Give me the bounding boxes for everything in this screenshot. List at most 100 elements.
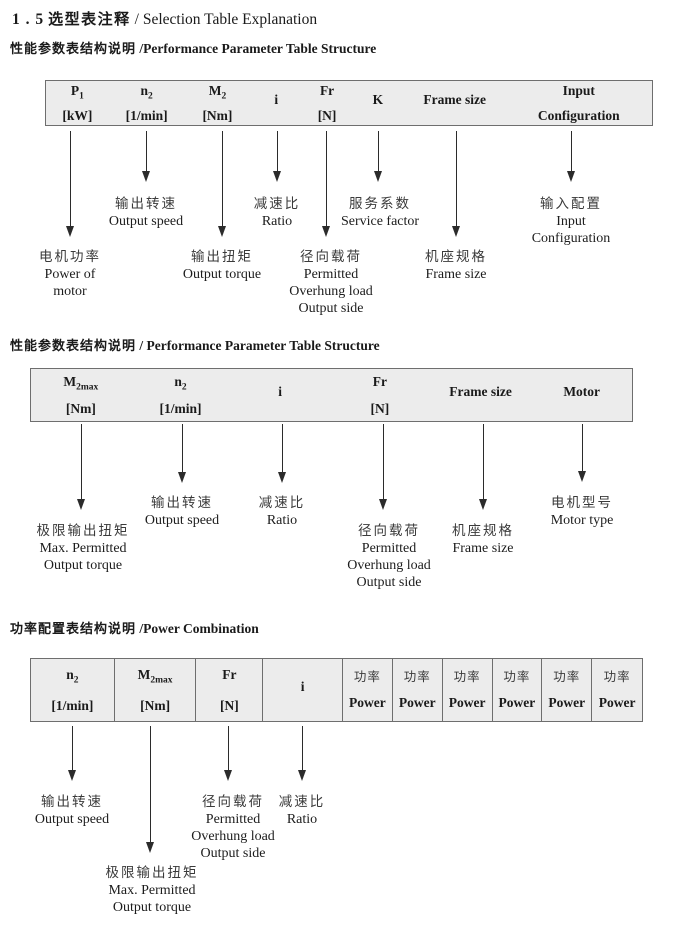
col-n2: n2 [1/min]: [109, 81, 185, 125]
callout-frame-size: 机座规格 Frame size: [425, 249, 487, 282]
arrow-down-frame-size: [452, 131, 460, 237]
callout-max-output-torque: 极限输出扭矩 Max. Permitted Output torque: [105, 865, 199, 915]
callout-input-configuration: 输入配置 Input Configuration: [531, 196, 611, 246]
col-fr: Fr [N]: [195, 659, 262, 721]
callout-output-torque: 输出扭矩 Output torque: [182, 249, 262, 282]
section3-heading-en: /Power Combination: [136, 621, 259, 636]
col-symbol: i: [274, 92, 279, 108]
col-symbol: Fr: [319, 83, 335, 99]
callout-overhung-load: 径向载荷 Permitted Overhung load Output side: [289, 249, 373, 316]
col-motor: Motor: [531, 369, 632, 421]
col-subscript: 2: [221, 92, 227, 103]
col-unit: [Nm]: [202, 107, 233, 123]
col-unit: [Nm]: [65, 400, 96, 416]
col-symbol: i: [300, 679, 305, 695]
col-unit: [kW]: [62, 107, 93, 123]
col-power-4: 功率 Power: [491, 659, 542, 721]
arrow-down-m2: [218, 131, 226, 237]
col-unit: Configuration: [537, 107, 620, 123]
arrow-down-m2max: [77, 424, 85, 510]
callout-ratio: 减速比 Ratio: [258, 495, 306, 528]
col-subscript: 2: [148, 92, 153, 103]
arrow-down-n2: [142, 131, 150, 182]
col-unit: [N]: [219, 697, 239, 713]
performance-table-2: M2max [Nm] n2 [1/min] i Fr [N] Frame siz…: [30, 368, 633, 422]
col-unit: [N]: [317, 107, 337, 123]
page-title: 1 . 5 选型表注释 / Selection Table Explanatio…: [12, 8, 317, 29]
col-power-5: 功率 Power: [541, 659, 591, 721]
callout-ratio: 减速比 Ratio: [278, 794, 326, 827]
col-input-configuration: Input Configuration: [505, 81, 652, 125]
col-subscript: 2max: [76, 382, 99, 393]
col-unit: [1/min]: [159, 400, 202, 416]
col-symbol: Motor: [563, 384, 601, 400]
callout-overhung-load: 径向载荷 Permitted Overhung load Output side: [191, 794, 275, 861]
col-n2: n2 [1/min]: [131, 369, 231, 421]
arrow-down-fr: [224, 726, 232, 781]
performance-table-1: P1 [kW] n2 [1/min] M2 [Nm] i Fr [N] K Fr…: [45, 80, 653, 126]
section-number: 1 . 5: [12, 11, 45, 28]
col-symbol: M: [63, 374, 77, 390]
col-i: i: [262, 659, 342, 721]
arrow-down-frame-size: [479, 424, 487, 510]
arrow-down-n2: [178, 424, 186, 483]
arrow-down-n2: [68, 726, 76, 781]
callout-motor-type: 电机型号 Motor type: [550, 495, 614, 528]
col-power-2: 功率 Power: [391, 659, 442, 721]
page-title-zh: 选型表注释: [48, 11, 131, 28]
col-fr: Fr [N]: [330, 369, 430, 421]
section1-heading-zh: 性能参数表结构说明: [10, 41, 137, 56]
section2-heading-en: / Performance Parameter Table Structure: [136, 338, 380, 353]
callout-output-speed: 输出转速 Output speed: [108, 196, 184, 229]
arrow-down-m2max: [146, 726, 154, 853]
callout-service-factor: 服务系数 Service factor: [340, 196, 420, 229]
section1-heading-en: /Performance Parameter Table Structure: [136, 41, 377, 56]
col-m2: M2 [Nm]: [185, 81, 251, 125]
col-subscript: 2max: [150, 676, 173, 687]
col-symbol: Fr: [372, 374, 387, 390]
col-subscript: 1: [79, 92, 84, 103]
callout-ratio: 减速比 Ratio: [253, 196, 301, 229]
callout-max-output-torque: 极限输出扭矩 Max. Permitted Output torque: [36, 523, 130, 573]
page-title-en: / Selection Table Explanation: [134, 11, 318, 28]
arrow-down-input-config: [567, 131, 575, 182]
col-symbol: K: [372, 92, 384, 108]
arrow-down-motor: [578, 424, 586, 482]
col-symbol: Frame size: [423, 92, 486, 108]
callout-overhung-load: 径向载荷 Permitted Overhung load Output side: [347, 523, 431, 590]
arrow-down-i: [298, 726, 306, 781]
col-n2: n2 [1/min]: [31, 659, 114, 721]
col-symbol: M: [208, 83, 222, 99]
col-symbol: Fr: [222, 667, 237, 683]
col-subscript: 2: [181, 382, 187, 393]
col-unit: [1/min]: [51, 697, 94, 713]
col-power-3: 功率 Power: [441, 659, 492, 721]
section2-heading-zh: 性能参数表结构说明: [10, 338, 137, 353]
col-symbol: P: [70, 83, 80, 99]
col-p1: P1 [kW]: [46, 81, 109, 125]
col-power-1: 功率 Power: [341, 659, 392, 721]
col-unit: [Nm]: [140, 697, 171, 713]
section2-heading: 性能参数表结构说明 / Performance Parameter Table …: [10, 335, 380, 355]
callout-frame-size: 机座规格 Frame size: [452, 523, 514, 556]
arrow-down-i: [273, 131, 281, 182]
col-frame-size: Frame size: [404, 81, 506, 125]
col-i: i: [230, 369, 330, 421]
section3-heading: 功率配置表结构说明 /Power Combination: [10, 618, 259, 638]
col-symbol: n: [140, 83, 149, 99]
arrow-down-k: [374, 131, 382, 182]
col-symbol: Frame size: [449, 384, 512, 400]
col-frame-size: Frame size: [430, 369, 532, 421]
col-m2max: M2max [Nm]: [113, 659, 196, 721]
col-subscript: 2: [73, 676, 79, 687]
col-unit: [N]: [370, 400, 390, 416]
callout-power-of-motor: 电机功率 Power of motor: [39, 249, 101, 299]
col-symbol: Input: [562, 83, 595, 99]
col-m2max: M2max [Nm]: [31, 369, 131, 421]
arrow-down-fr: [379, 424, 387, 510]
col-symbol: M: [137, 667, 151, 683]
col-symbol: n: [174, 374, 182, 390]
col-symbol: i: [278, 384, 283, 400]
col-symbol: n: [66, 667, 74, 683]
col-unit: [1/min]: [125, 107, 168, 123]
